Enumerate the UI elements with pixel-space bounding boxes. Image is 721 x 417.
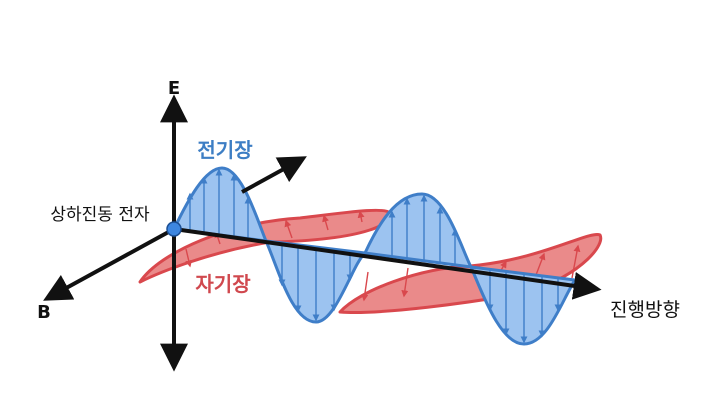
electric-field-label: 전기장 — [197, 138, 253, 162]
magnetic-field-wave — [138, 208, 603, 314]
magnetic-field-label: 자기장 — [195, 272, 251, 296]
electric-lobe-down-2 — [469, 265, 577, 346]
electric-lobe-up-1 — [172, 166, 268, 243]
propagation-axis-arrow — [173, 227, 602, 300]
oscillating-charge-label: 상하진동 전자 — [50, 205, 150, 225]
oscillating-electron-dot — [166, 221, 182, 237]
e-axis-label: E — [168, 78, 180, 99]
b-axis-back-arrow — [241, 156, 307, 194]
electric-field-wave — [172, 166, 577, 346]
electric-field-vectors — [186, 168, 562, 344]
propagation-direction-label: 진행방향 — [610, 299, 680, 321]
axes — [43, 94, 602, 372]
b-axis-label: B — [37, 302, 51, 323]
b-axis-arrow — [43, 227, 175, 301]
